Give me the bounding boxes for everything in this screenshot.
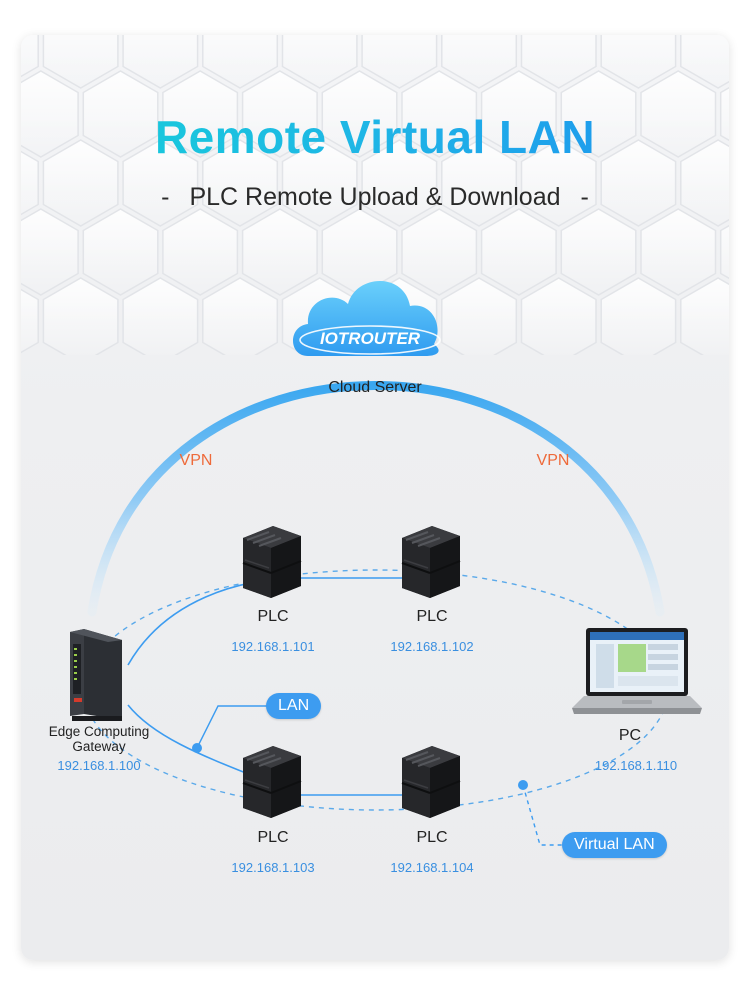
subtitle-text: PLC Remote Upload & Download — [189, 183, 561, 211]
hexagon-tile — [480, 208, 557, 296]
plc-2-ip: 192.168.1.102 — [390, 639, 474, 654]
hexagon-tile — [122, 139, 199, 227]
hexagon-tile — [719, 86, 729, 142]
plc-3-name: PLC — [257, 829, 289, 846]
virtual-lan-callout-line — [522, 784, 564, 846]
hexagon-tile — [640, 208, 717, 296]
vpn-arc — [87, 381, 665, 617]
hexagon-tile — [560, 70, 637, 158]
hexagon-tile — [441, 139, 518, 227]
virtual-lan-ring — [83, 569, 669, 811]
vpn-right-label: VPN — [536, 452, 570, 469]
hexagon-tile — [480, 70, 557, 158]
gateway-name-line1: Edge Computing — [48, 724, 150, 739]
plc-4-name: PLC — [416, 829, 448, 846]
hexagon-tile — [680, 139, 729, 227]
gateway-name: Edge Computing Gateway — [49, 724, 150, 754]
subtitle-dash-left: - — [161, 183, 170, 211]
hexagon-tile — [122, 277, 199, 355]
edge-gateway-icon — [70, 629, 122, 721]
hexagon-tile — [202, 139, 279, 227]
hexagon-tile — [441, 35, 518, 89]
hexagon-background — [21, 35, 729, 355]
hexagon-tile — [680, 35, 729, 89]
hexagon-tile — [21, 70, 79, 158]
subtitle-dash-right: - — [580, 183, 589, 211]
lan-callout-dot — [192, 743, 202, 753]
hexagon-tile — [401, 70, 478, 158]
pc-name: PC — [618, 727, 642, 744]
hexagon-tile — [600, 35, 677, 89]
hexagon-tile — [600, 139, 677, 227]
hexagon-tile — [21, 288, 39, 354]
hexagon-tile — [162, 70, 239, 158]
cloud-icon: IOTROUTER — [293, 281, 441, 356]
hexagon-tile — [42, 139, 119, 227]
hexagon-tile — [162, 208, 239, 296]
cloud-logo-text: IOTROUTER — [320, 329, 421, 348]
hexagon-tile — [21, 35, 39, 78]
hexagon-tile — [42, 277, 119, 355]
hexagon-tile — [202, 277, 279, 355]
plc-4-ip: 192.168.1.104 — [390, 860, 474, 875]
hexagon-tile — [281, 139, 358, 227]
hexagon-tile — [321, 208, 398, 296]
hexagon-tile — [520, 277, 597, 355]
lan-pill: LAN — [266, 693, 322, 719]
hexagon-tile — [122, 35, 199, 89]
hexagon-tile — [241, 70, 318, 158]
plc-1-name: PLC — [257, 608, 289, 625]
hexagon-tile — [560, 208, 637, 296]
hexagon-tile — [600, 277, 677, 355]
hexagon-tile — [281, 35, 358, 89]
hexagon-tile — [42, 35, 119, 89]
gateway-name-line2: Gateway — [72, 739, 126, 754]
plc-icon-2 — [401, 525, 461, 599]
hexagon-tile — [401, 208, 478, 296]
hexagon-tile — [321, 70, 398, 158]
page-subtitle: -PLC Remote Upload & Download- — [0, 183, 750, 212]
hexagon-tile — [361, 139, 438, 227]
plc-2-name: PLC — [416, 608, 448, 625]
lan-callout-line — [196, 705, 268, 749]
plc-icon-4 — [401, 745, 461, 819]
plc-icon-3 — [242, 745, 302, 819]
hexagon-tile — [202, 35, 279, 89]
pc-ip: 192.168.1.110 — [594, 758, 678, 773]
plc-icon-1 — [242, 525, 302, 599]
hexagon-tile — [520, 35, 597, 89]
hexagon-tile — [361, 35, 438, 89]
cloud-server-label: Cloud Server — [328, 379, 422, 396]
vpn-left-label: VPN — [179, 452, 213, 469]
hexagon-tile — [21, 150, 39, 216]
hexagon-tile — [241, 208, 318, 296]
plc-1-ip: 192.168.1.101 — [231, 639, 315, 654]
laptop-icon — [572, 628, 702, 714]
page-title: Remote Virtual LAN — [0, 110, 750, 164]
hexagon-tile — [640, 70, 717, 158]
hexagon-tile — [520, 139, 597, 227]
hexagon-tile — [680, 277, 729, 355]
hexagon-tile — [21, 208, 79, 296]
virtual-lan-callout-dot — [518, 780, 528, 790]
gateway-ip: 192.168.1.100 — [57, 758, 141, 773]
virtual-lan-pill: Virtual LAN — [562, 832, 667, 858]
hexagon-tile — [441, 277, 518, 355]
hexagon-tile — [82, 70, 159, 158]
hexagon-tile — [82, 208, 159, 296]
plc-3-ip: 192.168.1.103 — [231, 860, 315, 875]
hexagon-tile — [719, 224, 729, 280]
